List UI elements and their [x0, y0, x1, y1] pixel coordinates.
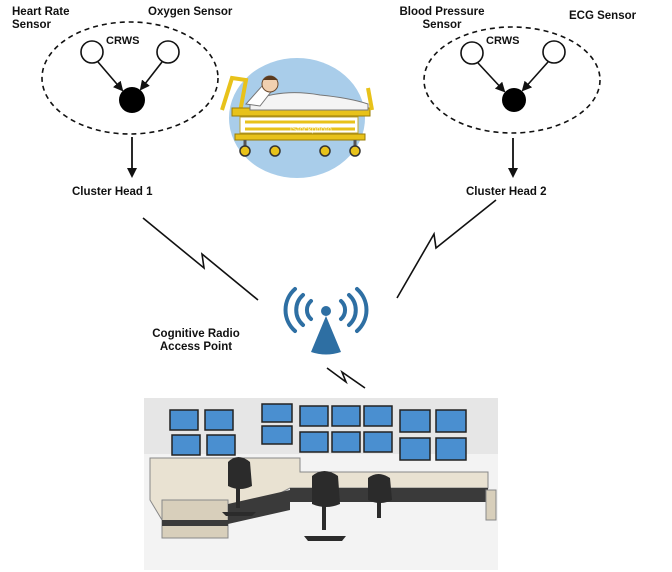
link-hr-to-crws [97, 61, 124, 92]
crws-label-1: CRWS [106, 35, 140, 47]
ecg-sensor-label: ECG Sensor [569, 10, 637, 22]
ecg-sensor-node [542, 40, 566, 64]
cluster-head-1-label: Cluster Head 1 [72, 186, 153, 198]
link-ecg-to-crws [521, 61, 549, 92]
antenna-icon [283, 287, 369, 355]
heart-rate-sensor-label: Heart Rate Sensor [12, 6, 70, 31]
lightning-link-icon [326, 367, 366, 389]
crws-node-1 [119, 87, 145, 113]
blood-pressure-sensor-node [460, 41, 484, 65]
cluster-1-boundary [41, 21, 219, 135]
cluster-head-2-label: Cluster Head 2 [466, 186, 547, 198]
oxygen-sensor-node [156, 40, 180, 64]
crws-node-2 [502, 88, 526, 112]
control-room-icon [144, 398, 498, 570]
lightning-link-icon [142, 217, 259, 301]
link-bp-to-crws [477, 62, 506, 93]
cluster-2-boundary [423, 26, 601, 134]
watermark-text: iStockphoto [290, 125, 332, 134]
patient-bed-icon: iStockphoto [220, 58, 374, 178]
oxygen-sensor-label: Oxygen Sensor [148, 6, 233, 18]
access-point-label: Cognitive Radio Access Point [152, 328, 240, 353]
link-oxy-to-crws [139, 61, 163, 91]
blood-pressure-sensor-label: Blood Pressure Sensor [399, 6, 485, 31]
crws-label-2: CRWS [486, 35, 520, 47]
heart-rate-sensor-node [80, 40, 104, 64]
lightning-link-icon [396, 199, 497, 299]
